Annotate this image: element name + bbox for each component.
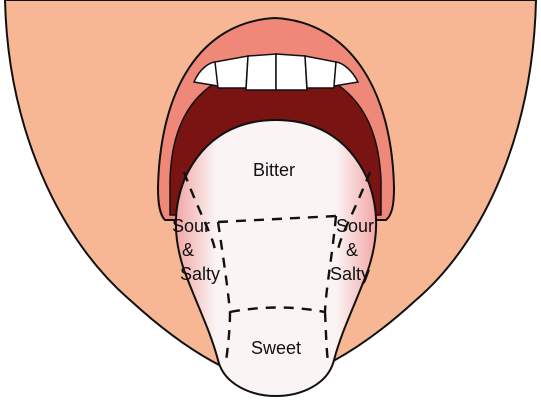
label-and-left: &: [182, 240, 194, 260]
label-salty-right: Salty: [330, 264, 370, 284]
label-and-right: &: [346, 240, 358, 260]
tooth: [276, 54, 307, 90]
tooth: [246, 54, 276, 90]
label-bitter: Bitter: [253, 160, 295, 180]
tooth: [215, 56, 248, 88]
label-sour-left: Sour: [172, 216, 210, 236]
label-salty-left: Salty: [180, 264, 220, 284]
label-sour-right: Sour: [336, 216, 374, 236]
tooth: [305, 56, 336, 88]
label-sweet: Sweet: [251, 338, 301, 358]
